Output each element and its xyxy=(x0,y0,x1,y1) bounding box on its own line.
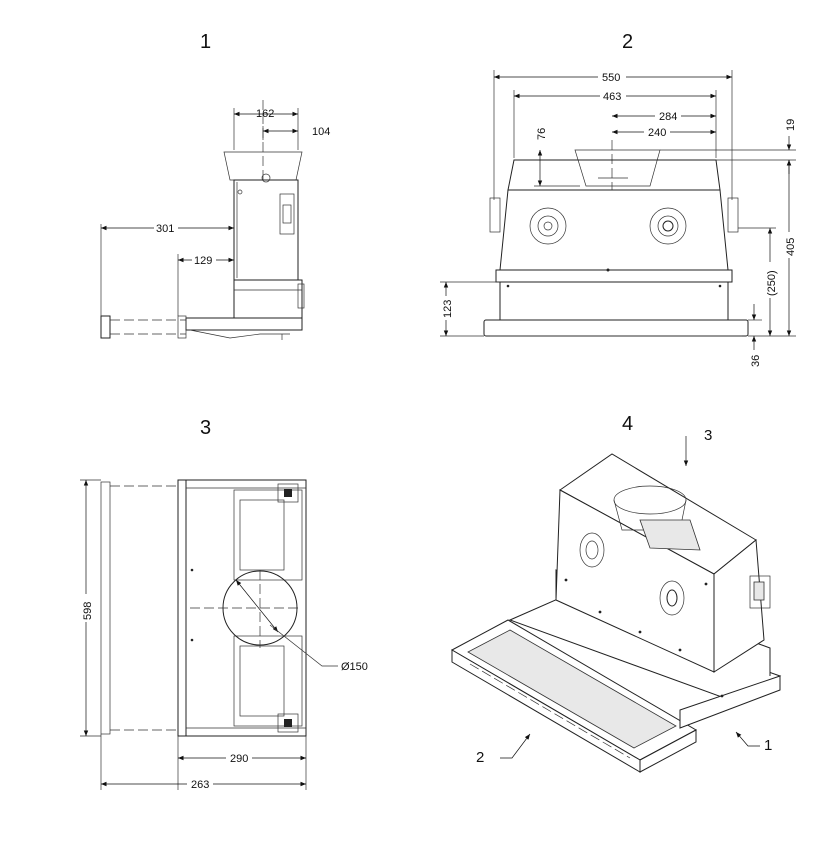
dim-123: 123 xyxy=(442,300,454,318)
view-3-top: 3 Ø150 598 xyxy=(79,417,368,791)
dim-250: (250) xyxy=(766,270,778,296)
view-1-side: 1 162 104 301 xyxy=(100,31,330,340)
dim-263: 263 xyxy=(191,779,209,791)
callout-1: 1 xyxy=(764,737,772,754)
view-1-number: 1 xyxy=(200,31,211,53)
dim-19: 19 xyxy=(785,119,797,131)
callout-2: 2 xyxy=(476,749,484,766)
dim-36: 36 xyxy=(750,355,762,367)
dim-76: 76 xyxy=(536,128,548,140)
dim-598: 598 xyxy=(82,602,94,620)
view-4-number: 4 xyxy=(622,413,633,435)
dim-405: 405 xyxy=(785,238,797,256)
dim-284: 284 xyxy=(659,111,677,123)
dim-301: 301 xyxy=(156,223,174,235)
dim-162: 162 xyxy=(256,108,274,120)
dim-290: 290 xyxy=(230,753,248,765)
dim-d150: Ø150 xyxy=(341,661,368,673)
dim-550: 550 xyxy=(602,72,620,84)
callout-3: 3 xyxy=(704,427,712,444)
dim-129: 129 xyxy=(194,255,212,267)
view-2-front: 2 550 463 xyxy=(439,31,797,367)
view-4-isometric: 4 3 2 xyxy=(450,413,782,773)
view-2-number: 2 xyxy=(622,31,633,53)
dim-463: 463 xyxy=(603,91,621,103)
dim-104: 104 xyxy=(312,126,330,138)
view-3-number: 3 xyxy=(200,417,211,439)
dim-240: 240 xyxy=(648,127,666,139)
